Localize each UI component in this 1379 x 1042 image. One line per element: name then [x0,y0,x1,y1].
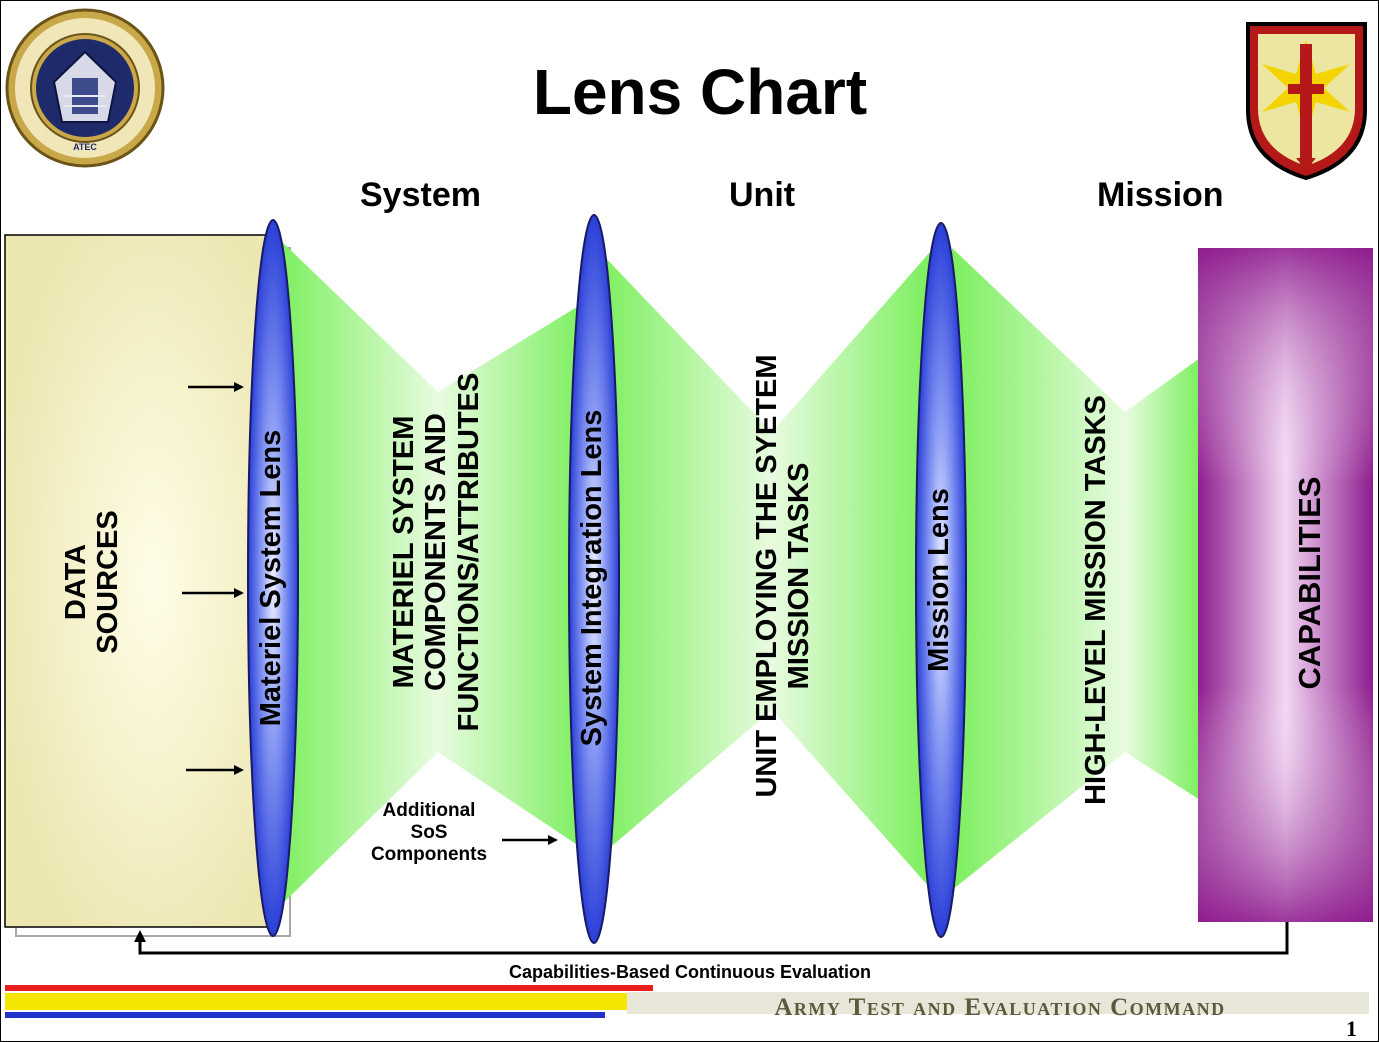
input-arrow-2 [182,588,244,598]
footer-brand-band [627,992,1369,1014]
cone-integration-in [438,302,585,850]
system-integration-lens-shape [568,214,620,944]
capabilities-label: CAPABILITIES [1292,476,1327,690]
footer-red-bar [5,985,653,991]
materiel-components-line1: MATERIEL SYSTEM [388,415,420,689]
sos-arrow [502,835,558,845]
additional-line3: Components [370,843,488,865]
additional-line2: SoS [410,821,448,843]
svg-text:ATEC: ATEC [73,142,97,152]
data-sources-line1: DATA [60,543,92,621]
footer-brand: Army Test and Evaluation Command [774,994,1226,1021]
data-sources-label: DATA SOURCES [60,482,140,682]
column-heading-system: System [360,176,481,214]
cone-integration-out [600,252,772,856]
mission-lens-shape [915,222,967,938]
feedback-loop-connector [134,922,1289,955]
materiel-system-lens-label: Materiel System Lens [255,429,287,727]
cone-materiel-out [278,238,438,908]
page-number: 1 [1346,1016,1357,1041]
unit-tasks-line1: UNIT EMPLOYING THE SYETEM [751,354,783,798]
materiel-components-line3: FUNCTIONS/ATTRIBUTES [452,372,485,732]
atec-seal-icon: ATEC [5,8,165,168]
column-heading-mission: Mission [1097,176,1224,214]
input-arrow-3 [186,765,244,775]
mission-lens-label: Mission Lens [923,488,955,672]
materiel-components-line2: COMPONENTS AND [420,413,453,691]
cone-mission-out [952,248,1125,890]
unit-mission-tasks-label: UNIT EMPLOYING THE SYETEM MISSION TASKS [751,296,823,856]
shield-sword-patch-icon [1246,22,1367,181]
high-level-mission-tasks-label: HIGH-LEVEL MISSION TASKS [1080,395,1112,805]
page-title: Lens Chart [532,56,868,128]
data-sources-line2: SOURCES [92,510,125,654]
system-integration-lens-label: System Integration Lens [576,409,608,747]
data-sources-box [4,234,276,928]
footer-yellow-bar [5,993,627,1010]
additional-line1: Additional [382,800,476,821]
column-heading-unit: Unit [729,176,796,214]
footer-blue-bar [5,1012,605,1018]
materiel-components-label: MATERIEL SYSTEM COMPONENTS AND FUNCTIONS… [388,312,496,792]
feedback-loop-label: Capabilities-Based Continuous Evaluation [508,962,872,982]
additional-sos-components-label: Additional SoS Components [355,800,503,866]
input-arrow-1 [188,382,244,392]
materiel-system-lens-shape [247,219,299,937]
unit-tasks-line2: MISSION TASKS [783,462,816,690]
cone-capabilities-in [1125,358,1200,800]
cone-mission-in [772,252,930,888]
